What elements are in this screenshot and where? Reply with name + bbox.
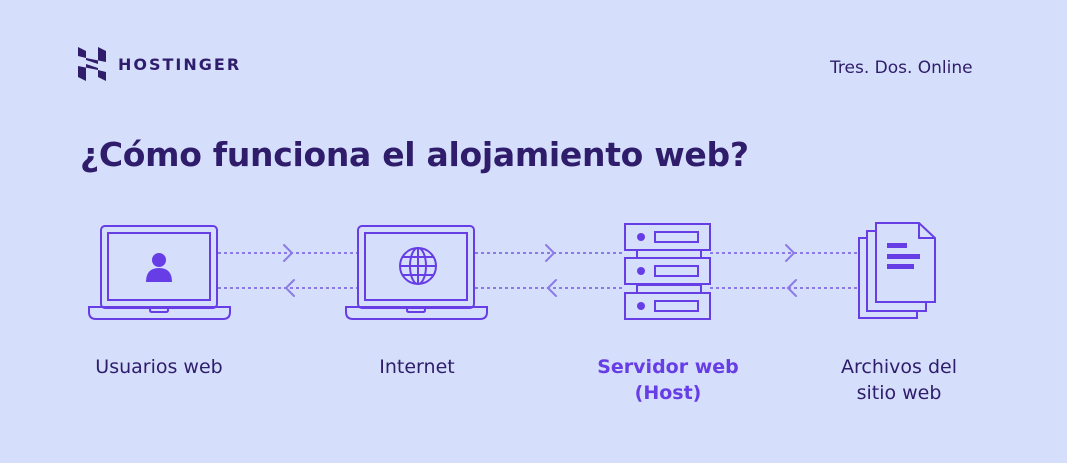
arrow-left-icon — [284, 279, 295, 297]
connector-internet-server — [475, 252, 625, 289]
arrow-right-icon — [545, 244, 556, 262]
server-stack-icon — [624, 223, 711, 320]
label-line: Internet — [379, 356, 455, 378]
laptop-globe-icon — [345, 225, 488, 320]
label-line: Servidor web — [597, 356, 739, 378]
node-label-files: Archivos del sitio web — [799, 354, 999, 406]
arrow-left-icon — [786, 279, 797, 297]
brand-name: HOSTINGER — [118, 54, 242, 74]
node-label-users: Usuarios web — [59, 354, 259, 380]
arrow-right-icon — [785, 244, 796, 262]
tagline: Tres. Dos. Online — [830, 58, 973, 78]
hostinger-h-logo-icon — [78, 47, 106, 81]
connector-server-files — [710, 252, 858, 289]
arrow-right-icon — [283, 244, 294, 262]
label-line: Archivos del — [841, 356, 957, 378]
diagram-title: ¿Cómo funciona el alojamiento web? — [80, 135, 749, 174]
arrow-left-icon — [546, 279, 557, 297]
laptop-user-icon — [88, 225, 231, 320]
label-line: (Host) — [634, 382, 702, 404]
label-line: sitio web — [856, 382, 942, 404]
label-line: Usuarios web — [95, 356, 223, 378]
documents-icon — [858, 222, 936, 319]
node-label-internet: Internet — [317, 354, 517, 380]
node-label-server: Servidor web (Host) — [568, 354, 768, 406]
connector-users-internet — [218, 252, 358, 289]
brand-logo: HOSTINGER — [78, 47, 241, 81]
